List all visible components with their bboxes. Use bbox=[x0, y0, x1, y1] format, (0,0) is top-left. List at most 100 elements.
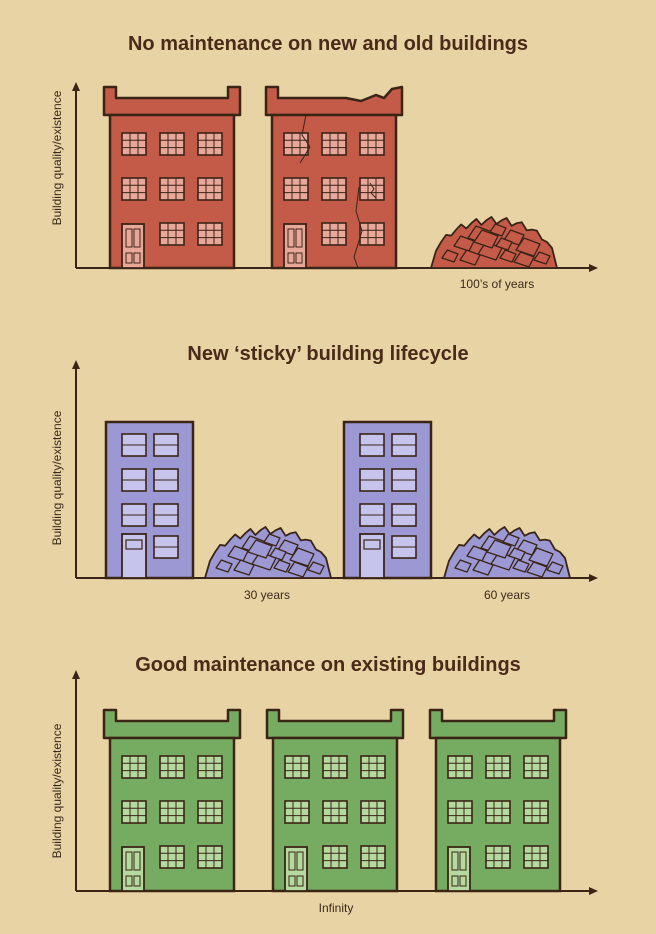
window bbox=[391, 535, 417, 559]
window bbox=[197, 222, 223, 246]
panel-good-maintenance: Good maintenance on existing buildings B… bbox=[0, 620, 656, 934]
x-axis-label: 30 years bbox=[243, 588, 291, 602]
rubble-chunk bbox=[546, 561, 564, 575]
window bbox=[359, 132, 385, 156]
crack bbox=[353, 186, 363, 269]
panel-sticky-lifecycle: New ‘sticky’ building lifecycle Building… bbox=[0, 310, 656, 620]
old-building-cracked bbox=[264, 85, 404, 270]
window bbox=[359, 468, 385, 492]
old-building-maintained bbox=[102, 708, 242, 893]
x-axis-label: 100’s of years bbox=[459, 277, 535, 291]
rubble-chunk bbox=[454, 559, 472, 573]
crack bbox=[299, 114, 311, 164]
rubble-chunk bbox=[515, 237, 541, 257]
x-axis-arrowhead bbox=[589, 264, 598, 272]
window bbox=[121, 755, 147, 779]
rubble-chunk bbox=[287, 561, 309, 578]
panel-no-maintenance: No maintenance on new and old buildings … bbox=[0, 0, 656, 310]
window bbox=[485, 800, 511, 824]
panel-title: New ‘sticky’ building lifecycle bbox=[187, 343, 469, 365]
window bbox=[359, 222, 385, 246]
rubble-chunk bbox=[269, 547, 287, 561]
window bbox=[197, 845, 223, 869]
rubble-chunk bbox=[513, 251, 535, 268]
window bbox=[322, 755, 348, 779]
parapet bbox=[102, 85, 242, 117]
crack bbox=[369, 182, 377, 199]
x-axis-label: 60 years bbox=[483, 588, 531, 602]
rubble-chunk bbox=[273, 559, 291, 573]
window bbox=[159, 800, 185, 824]
window bbox=[391, 503, 417, 527]
window bbox=[121, 132, 147, 156]
y-axis-arrowhead bbox=[72, 82, 80, 91]
window bbox=[153, 433, 179, 457]
window bbox=[197, 800, 223, 824]
window bbox=[153, 535, 179, 559]
window bbox=[321, 132, 347, 156]
door bbox=[283, 223, 307, 269]
parapet bbox=[265, 708, 405, 740]
window bbox=[391, 433, 417, 457]
window bbox=[121, 433, 147, 457]
window bbox=[360, 845, 386, 869]
rubble-pile bbox=[204, 526, 332, 579]
window bbox=[121, 177, 147, 201]
old-building-maintained bbox=[428, 708, 568, 893]
panel-diagram bbox=[72, 360, 598, 582]
window bbox=[197, 177, 223, 201]
window bbox=[523, 755, 549, 779]
old-building-intact bbox=[102, 85, 242, 270]
window bbox=[159, 132, 185, 156]
window bbox=[121, 468, 147, 492]
rubble-chunk bbox=[528, 547, 554, 567]
door bbox=[284, 846, 308, 892]
panel-diagram bbox=[72, 82, 598, 272]
rubble-chunk bbox=[512, 559, 530, 573]
y-axis-arrowhead bbox=[72, 360, 80, 369]
window bbox=[391, 468, 417, 492]
window bbox=[322, 845, 348, 869]
door bbox=[447, 846, 471, 892]
parapet bbox=[264, 85, 404, 117]
door bbox=[359, 533, 385, 579]
window bbox=[485, 755, 511, 779]
window bbox=[360, 755, 386, 779]
window bbox=[121, 503, 147, 527]
window bbox=[523, 800, 549, 824]
rubble-chunk bbox=[533, 251, 551, 265]
rubble-chunk bbox=[307, 561, 325, 575]
rubble-chunk bbox=[263, 533, 281, 547]
window bbox=[447, 800, 473, 824]
window bbox=[159, 755, 185, 779]
x-axis-arrowhead bbox=[589, 887, 598, 895]
modern-building bbox=[104, 420, 195, 580]
parapet bbox=[102, 708, 242, 740]
rubble-chunk bbox=[508, 547, 526, 561]
window bbox=[159, 222, 185, 246]
door bbox=[121, 533, 147, 579]
window bbox=[283, 132, 309, 156]
rubble-chunk bbox=[247, 539, 273, 559]
rubble-chunk bbox=[499, 249, 517, 263]
window bbox=[121, 800, 147, 824]
window bbox=[159, 845, 185, 869]
window bbox=[359, 503, 385, 527]
parapet bbox=[428, 708, 568, 740]
window bbox=[283, 177, 309, 201]
window bbox=[284, 755, 310, 779]
rubble-chunk bbox=[473, 229, 499, 249]
window bbox=[321, 222, 347, 246]
rubble-pile bbox=[430, 216, 558, 269]
window bbox=[321, 177, 347, 201]
door bbox=[121, 846, 145, 892]
rubble-chunk bbox=[215, 559, 233, 573]
window bbox=[159, 177, 185, 201]
window bbox=[153, 503, 179, 527]
window bbox=[322, 800, 348, 824]
rubble-chunk bbox=[486, 539, 512, 559]
rubble-chunk bbox=[526, 561, 548, 578]
window bbox=[197, 755, 223, 779]
modern-building bbox=[342, 420, 433, 580]
rubble-chunk bbox=[495, 237, 513, 251]
